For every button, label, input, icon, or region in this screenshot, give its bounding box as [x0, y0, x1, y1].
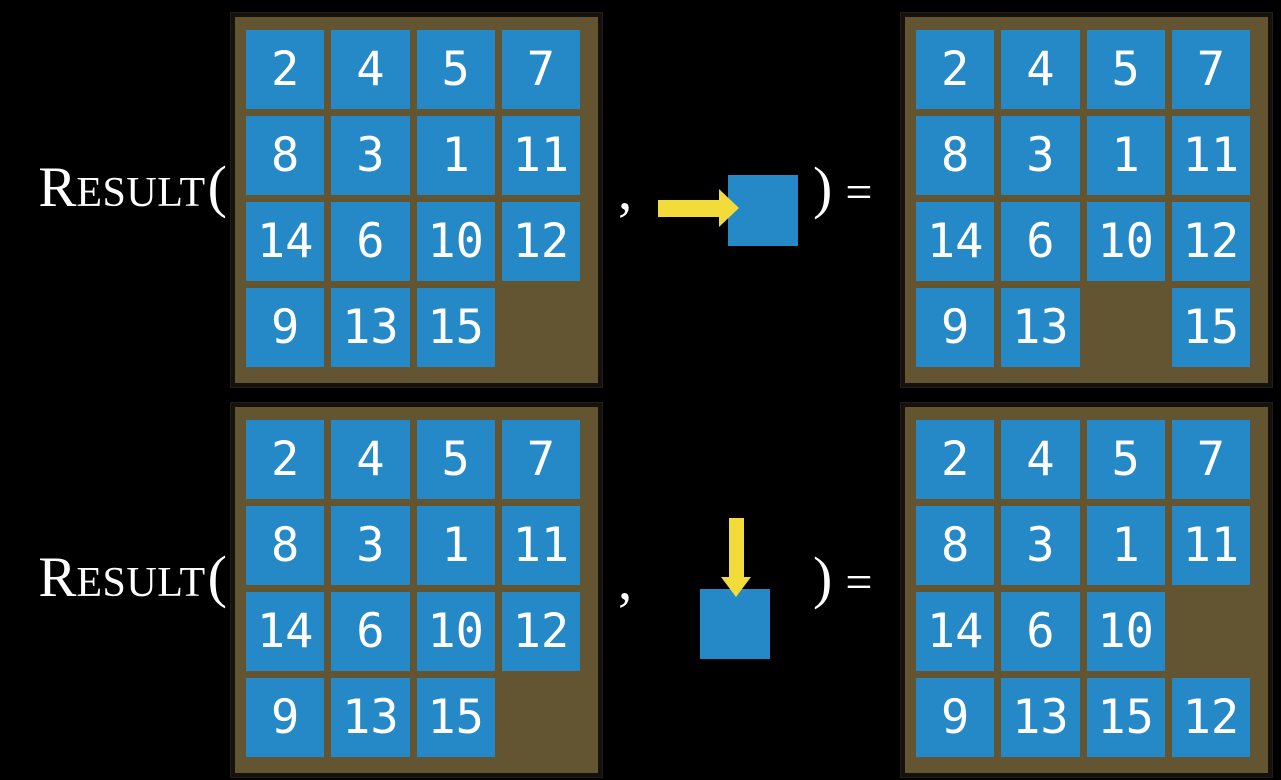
- tile-15: 15: [1086, 678, 1165, 757]
- open-paren: (: [207, 154, 227, 219]
- close-paren-equals: ) =: [813, 155, 872, 222]
- function-name-cap: R: [38, 546, 77, 609]
- comma-separator: ,: [618, 159, 633, 222]
- tile-13: 13: [331, 288, 410, 367]
- tile-14: 14: [916, 202, 995, 281]
- blank-tile: [700, 589, 770, 659]
- tile-14: 14: [916, 592, 995, 671]
- tile-6: 6: [1001, 202, 1080, 281]
- tile-8: 8: [916, 116, 995, 195]
- empty-cell: [502, 678, 580, 757]
- tile-11: 11: [1171, 506, 1250, 585]
- arrow-down-icon: [721, 518, 752, 597]
- tile-10: 10: [1086, 202, 1165, 281]
- tile-2: 2: [246, 420, 325, 499]
- empty-cell: [1172, 592, 1250, 671]
- arrow-head: [719, 189, 739, 227]
- tile-12: 12: [1171, 202, 1250, 281]
- tile-13: 13: [1001, 678, 1080, 757]
- function-name-rest: ESULT: [76, 560, 206, 606]
- tile-11: 11: [501, 116, 580, 195]
- tile-6: 6: [331, 202, 410, 281]
- tile-2: 2: [916, 30, 995, 109]
- close-paren: ): [813, 545, 833, 610]
- blank-tile: [728, 175, 798, 246]
- tile-14: 14: [246, 202, 325, 281]
- tile-4: 4: [331, 420, 410, 499]
- tile-11: 11: [1171, 116, 1250, 195]
- tile-12: 12: [501, 202, 580, 281]
- tile-5: 5: [416, 420, 495, 499]
- tile-7: 7: [501, 420, 580, 499]
- tile-3: 3: [331, 506, 410, 585]
- equals-sign: =: [845, 166, 873, 219]
- tile-13: 13: [331, 678, 410, 757]
- open-paren: (: [207, 544, 227, 609]
- tile-2: 2: [916, 420, 995, 499]
- tile-8: 8: [916, 506, 995, 585]
- equals-sign: =: [845, 556, 873, 609]
- arrow-shaft: [658, 200, 720, 217]
- tile-8: 8: [246, 116, 325, 195]
- tile-10: 10: [416, 202, 495, 281]
- tile-5: 5: [1086, 420, 1165, 499]
- function-name-rest: ESULT: [76, 170, 206, 216]
- tile-3: 3: [331, 116, 410, 195]
- tile-1: 1: [416, 116, 495, 195]
- tile-4: 4: [1001, 30, 1080, 109]
- tile-13: 13: [1001, 288, 1080, 367]
- close-paren-equals: ) =: [813, 545, 872, 612]
- tile-5: 5: [416, 30, 495, 109]
- tile-10: 10: [416, 592, 495, 671]
- arrow-shaft: [729, 518, 744, 578]
- close-paren: ): [813, 155, 833, 220]
- tile-6: 6: [1001, 592, 1080, 671]
- tile-9: 9: [916, 288, 995, 367]
- tile-1: 1: [1086, 506, 1165, 585]
- tile-9: 9: [916, 678, 995, 757]
- tile-10: 10: [1086, 592, 1165, 671]
- tile-3: 3: [1001, 116, 1080, 195]
- tile-15: 15: [416, 288, 495, 367]
- tile-4: 4: [1001, 420, 1080, 499]
- tile-7: 7: [1171, 420, 1250, 499]
- tile-4: 4: [331, 30, 410, 109]
- tile-11: 11: [501, 506, 580, 585]
- tile-12: 12: [1171, 678, 1250, 757]
- tile-8: 8: [246, 506, 325, 585]
- tile-14: 14: [246, 592, 325, 671]
- tile-12: 12: [501, 592, 580, 671]
- comma-separator: ,: [618, 549, 633, 612]
- tile-1: 1: [1086, 116, 1165, 195]
- arrow-right-icon: [658, 189, 739, 228]
- tile-1: 1: [416, 506, 495, 585]
- tile-9: 9: [246, 288, 325, 367]
- tile-15: 15: [1171, 288, 1250, 367]
- tile-7: 7: [501, 30, 580, 109]
- tile-15: 15: [416, 678, 495, 757]
- tile-2: 2: [246, 30, 325, 109]
- empty-cell: [1087, 288, 1165, 367]
- arrow-head: [721, 577, 751, 597]
- function-name-cap: R: [38, 156, 77, 219]
- tile-6: 6: [331, 592, 410, 671]
- empty-cell: [502, 288, 580, 367]
- tile-5: 5: [1086, 30, 1165, 109]
- tile-3: 3: [1001, 506, 1080, 585]
- tile-7: 7: [1171, 30, 1250, 109]
- tile-9: 9: [246, 678, 325, 757]
